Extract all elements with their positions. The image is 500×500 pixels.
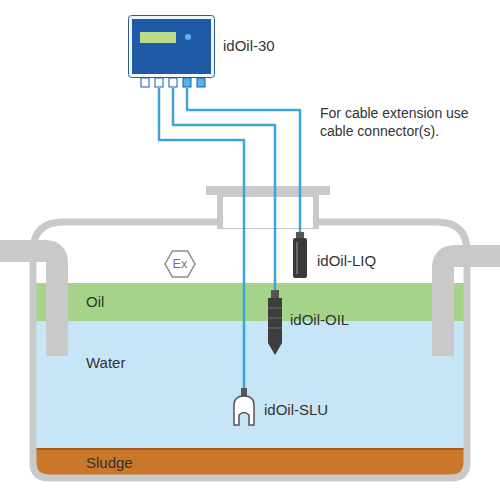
water-fill bbox=[30, 321, 470, 449]
oil-fill bbox=[30, 283, 470, 321]
layer-label: Water bbox=[86, 354, 442, 372]
oil-sensor: idOil-OIL bbox=[268, 290, 282, 355]
device-name: idOil-30 bbox=[223, 37, 275, 55]
ex-hexagon bbox=[165, 251, 195, 277]
tank-flange bbox=[206, 186, 330, 195]
ex-mark: Ex bbox=[166, 256, 194, 272]
layer-label: Sludge bbox=[86, 454, 500, 472]
sensor-name: idOil-SLU bbox=[264, 401, 328, 419]
tank-wall bbox=[33, 222, 467, 478]
oil-layer: Oil bbox=[72, 283, 442, 321]
level-sensor: idOil-LIQ bbox=[293, 232, 307, 278]
oil-sensor-shape bbox=[268, 290, 282, 355]
sensor-cable bbox=[173, 88, 275, 290]
controller-unit-shape bbox=[128, 15, 215, 88]
sludge-sensor-shape bbox=[230, 388, 258, 426]
water-layer: Water bbox=[72, 321, 442, 449]
inlet-pipe bbox=[0, 251, 57, 356]
sludge-sensor: idOil-SLU bbox=[230, 388, 258, 426]
level-sensor-shape bbox=[293, 232, 307, 278]
sensor-name: idOil-LIQ bbox=[317, 252, 376, 270]
sensor-cable bbox=[159, 88, 244, 388]
sludge-layer: Sludge bbox=[40, 449, 500, 477]
controller-unit: idOil-30 bbox=[128, 15, 215, 88]
sensor-name: idOil-OIL bbox=[290, 311, 349, 329]
sludge-line bbox=[30, 448, 470, 450]
note-text: For cable extension use cable connector(… bbox=[320, 104, 492, 140]
layer-label: Oil bbox=[86, 293, 442, 311]
outlet-pipe bbox=[443, 256, 500, 356]
